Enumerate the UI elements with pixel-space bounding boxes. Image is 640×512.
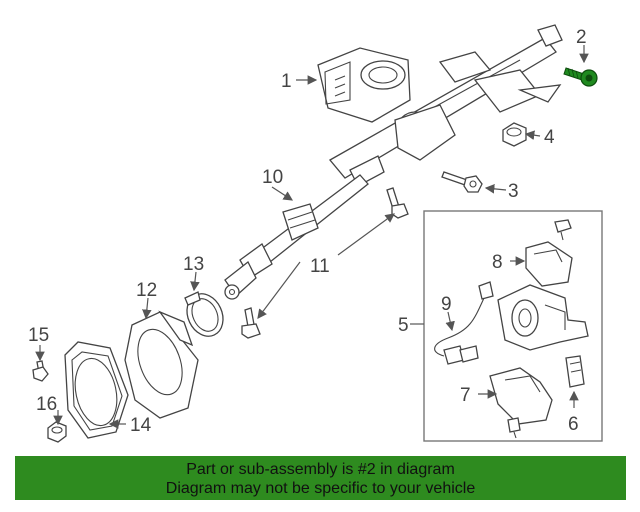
part-13-clamp[interactable] bbox=[180, 288, 229, 342]
leader-lines bbox=[35, 45, 589, 429]
steering-column bbox=[329, 24, 563, 179]
callout-2: 2 bbox=[576, 27, 587, 48]
part-3-bolt[interactable] bbox=[441, 171, 483, 193]
callout-4: 4 bbox=[544, 127, 555, 148]
callout-11: 11 bbox=[310, 256, 330, 277]
callout-13: 13 bbox=[183, 254, 204, 275]
part-12-boot[interactable] bbox=[124, 310, 199, 419]
callout-5: 5 bbox=[398, 315, 409, 336]
diagram-notice-banner: Part or sub-assembly is #2 in diagram Di… bbox=[15, 456, 626, 500]
part-16-nut[interactable] bbox=[47, 421, 67, 443]
part-2-bolt-highlighted[interactable] bbox=[563, 67, 598, 87]
sub-assembly-box bbox=[423, 210, 603, 442]
callout-16: 16 bbox=[36, 394, 57, 415]
callout-6: 6 bbox=[568, 414, 579, 435]
part-7-switch[interactable] bbox=[489, 367, 553, 439]
callout-1: 1 bbox=[281, 71, 292, 92]
banner-line-part-number: Part or sub-assembly is #2 in diagram bbox=[186, 461, 455, 478]
callout-10: 10 bbox=[262, 167, 283, 188]
part-15-stud[interactable] bbox=[32, 360, 49, 382]
lock-cylinder-assembly[interactable] bbox=[497, 284, 589, 351]
part-11-bolts[interactable] bbox=[241, 187, 409, 339]
callout-12: 12 bbox=[136, 280, 157, 301]
callout-14: 14 bbox=[130, 415, 152, 436]
part-8-switch-housing[interactable] bbox=[525, 219, 573, 287]
part-4-nut[interactable] bbox=[502, 122, 527, 147]
part-10-intermediate-shaft[interactable] bbox=[224, 155, 385, 300]
parts-diagram: 1 2 3 4 5 6 7 8 9 10 11 12 13 14 15 16 bbox=[28, 24, 603, 443]
callout-7: 7 bbox=[460, 385, 471, 406]
part-9-wire-harness[interactable] bbox=[434, 281, 494, 365]
callout-3: 3 bbox=[508, 181, 519, 202]
banner-line-disclaimer: Diagram may not be specific to your vehi… bbox=[165, 480, 476, 497]
callout-labels: 1 2 3 4 5 6 7 8 9 10 11 12 13 14 15 16 bbox=[28, 27, 587, 436]
callout-9: 9 bbox=[441, 294, 452, 315]
callout-8: 8 bbox=[492, 252, 503, 273]
part-14-seal[interactable] bbox=[64, 341, 129, 439]
part-6-connector[interactable] bbox=[565, 355, 585, 388]
part-1-motor-assembly[interactable] bbox=[317, 47, 411, 123]
callout-15: 15 bbox=[28, 325, 49, 346]
